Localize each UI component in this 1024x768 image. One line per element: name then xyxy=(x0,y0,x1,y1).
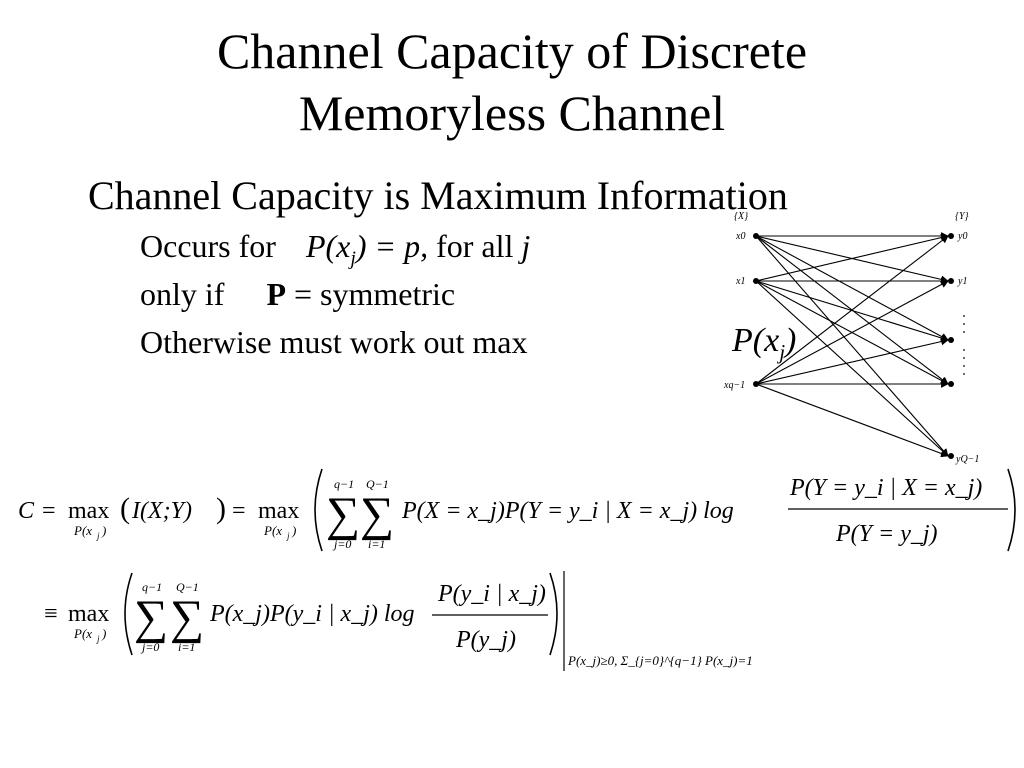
svg-text:∑: ∑ xyxy=(134,591,168,644)
svg-text:): ) xyxy=(101,523,106,538)
continuation-dots xyxy=(963,315,965,375)
slide-title: Channel Capacity of Discrete Memoryless … xyxy=(0,20,1024,144)
only-if-line: only if P = symmetric xyxy=(140,276,455,313)
svg-text:q−1: q−1 xyxy=(142,580,162,594)
svg-text:j: j xyxy=(286,531,290,541)
eq-max-1: max xyxy=(68,498,109,524)
eq-info: I(X;Y) xyxy=(131,498,192,524)
svg-text:P(x: P(x xyxy=(263,523,282,538)
eq-frac2-den: P(y_j) xyxy=(455,627,516,653)
otherwise-line: Otherwise must work out max xyxy=(140,324,528,361)
svg-text:j: j xyxy=(96,531,100,541)
symmetric-text: = symmetric xyxy=(293,276,456,312)
x1-label: x1 xyxy=(735,276,745,287)
title-line-1: Channel Capacity of Discrete xyxy=(216,23,808,79)
p-matrix-symbol: P xyxy=(266,276,286,312)
x0-label: x0 xyxy=(735,231,745,242)
svg-text:i=1: i=1 xyxy=(368,537,385,551)
eq-frac1-num: P(Y = y_i | X = x_j) xyxy=(789,475,982,501)
occurs-formula: P(xj) = p, for all j xyxy=(305,228,531,270)
bullet-text: Channel Capacity is Maximum Information xyxy=(88,173,788,218)
svg-text:): ) xyxy=(216,492,226,525)
svg-text:q−1: q−1 xyxy=(334,477,354,491)
eq-frac1-den: P(Y = y_j) xyxy=(835,521,938,547)
y0-label: y0 xyxy=(957,231,967,242)
occurs-line: Occurs for P(xj) = p, for all j xyxy=(140,228,530,270)
eq-constraint: P(x_j)≥0, Σ_{j=0}^{q−1} P(x_j)=1 xyxy=(567,653,753,668)
svg-text:Q−1: Q−1 xyxy=(366,477,389,491)
svg-text:=: = xyxy=(232,498,246,524)
channel-diagram: {X} {Y} x0 x1 xq−1 y0 xyxy=(723,211,979,465)
yQ-label: yQ−1 xyxy=(955,454,979,465)
svg-text:∑: ∑ xyxy=(360,488,394,541)
svg-text:∑: ∑ xyxy=(326,488,360,541)
svg-text:Q−1: Q−1 xyxy=(176,580,199,594)
otherwise-label: Otherwise must work out max xyxy=(140,324,528,360)
eq-max-2: max xyxy=(258,498,299,524)
y-set-label: {Y} xyxy=(955,211,969,222)
xq-label: xq−1 xyxy=(723,380,745,391)
eq-term-2: P(x_j)P(y_i | x_j) log xyxy=(209,601,415,627)
occurs-label: Occurs for xyxy=(140,228,276,264)
eq-C: C xyxy=(18,498,35,524)
node-labels: x0 x1 xq−1 y0 y1 yQ−1 xyxy=(723,231,979,465)
max-px-formula: P(xj) xyxy=(732,322,797,364)
svg-text:i=1: i=1 xyxy=(178,640,195,654)
eq-frac2-num: P(y_i | x_j) xyxy=(437,581,546,607)
eq-equiv: ≡ xyxy=(44,601,58,627)
svg-text:j=0: j=0 xyxy=(140,640,159,654)
svg-text:=: = xyxy=(42,498,56,524)
eq-term-1: P(X = x_j)P(Y = y_i | X = x_j) log xyxy=(401,498,734,524)
svg-text:): ) xyxy=(101,626,106,641)
svg-text:∑: ∑ xyxy=(170,591,204,644)
eq-max-3: max xyxy=(68,601,109,627)
title-line-2: Memoryless Channel xyxy=(298,85,726,141)
x-set-label: {X} xyxy=(734,211,748,222)
svg-text:P(x: P(x xyxy=(73,523,92,538)
svg-text:j: j xyxy=(96,634,100,644)
input-nodes xyxy=(753,233,759,387)
output-nodes xyxy=(948,233,954,459)
svg-text:j=0: j=0 xyxy=(332,537,351,551)
only-if-label: only if xyxy=(140,276,225,312)
svg-text:(: ( xyxy=(120,492,130,525)
svg-text:): ) xyxy=(291,523,296,538)
transition-arrows xyxy=(755,232,949,458)
svg-text:P(x: P(x xyxy=(73,626,92,641)
y1-label: y1 xyxy=(957,276,967,287)
capacity-equations: C = max P(x j ) ( I(X;Y) ) = max P(x j )… xyxy=(18,468,1016,671)
